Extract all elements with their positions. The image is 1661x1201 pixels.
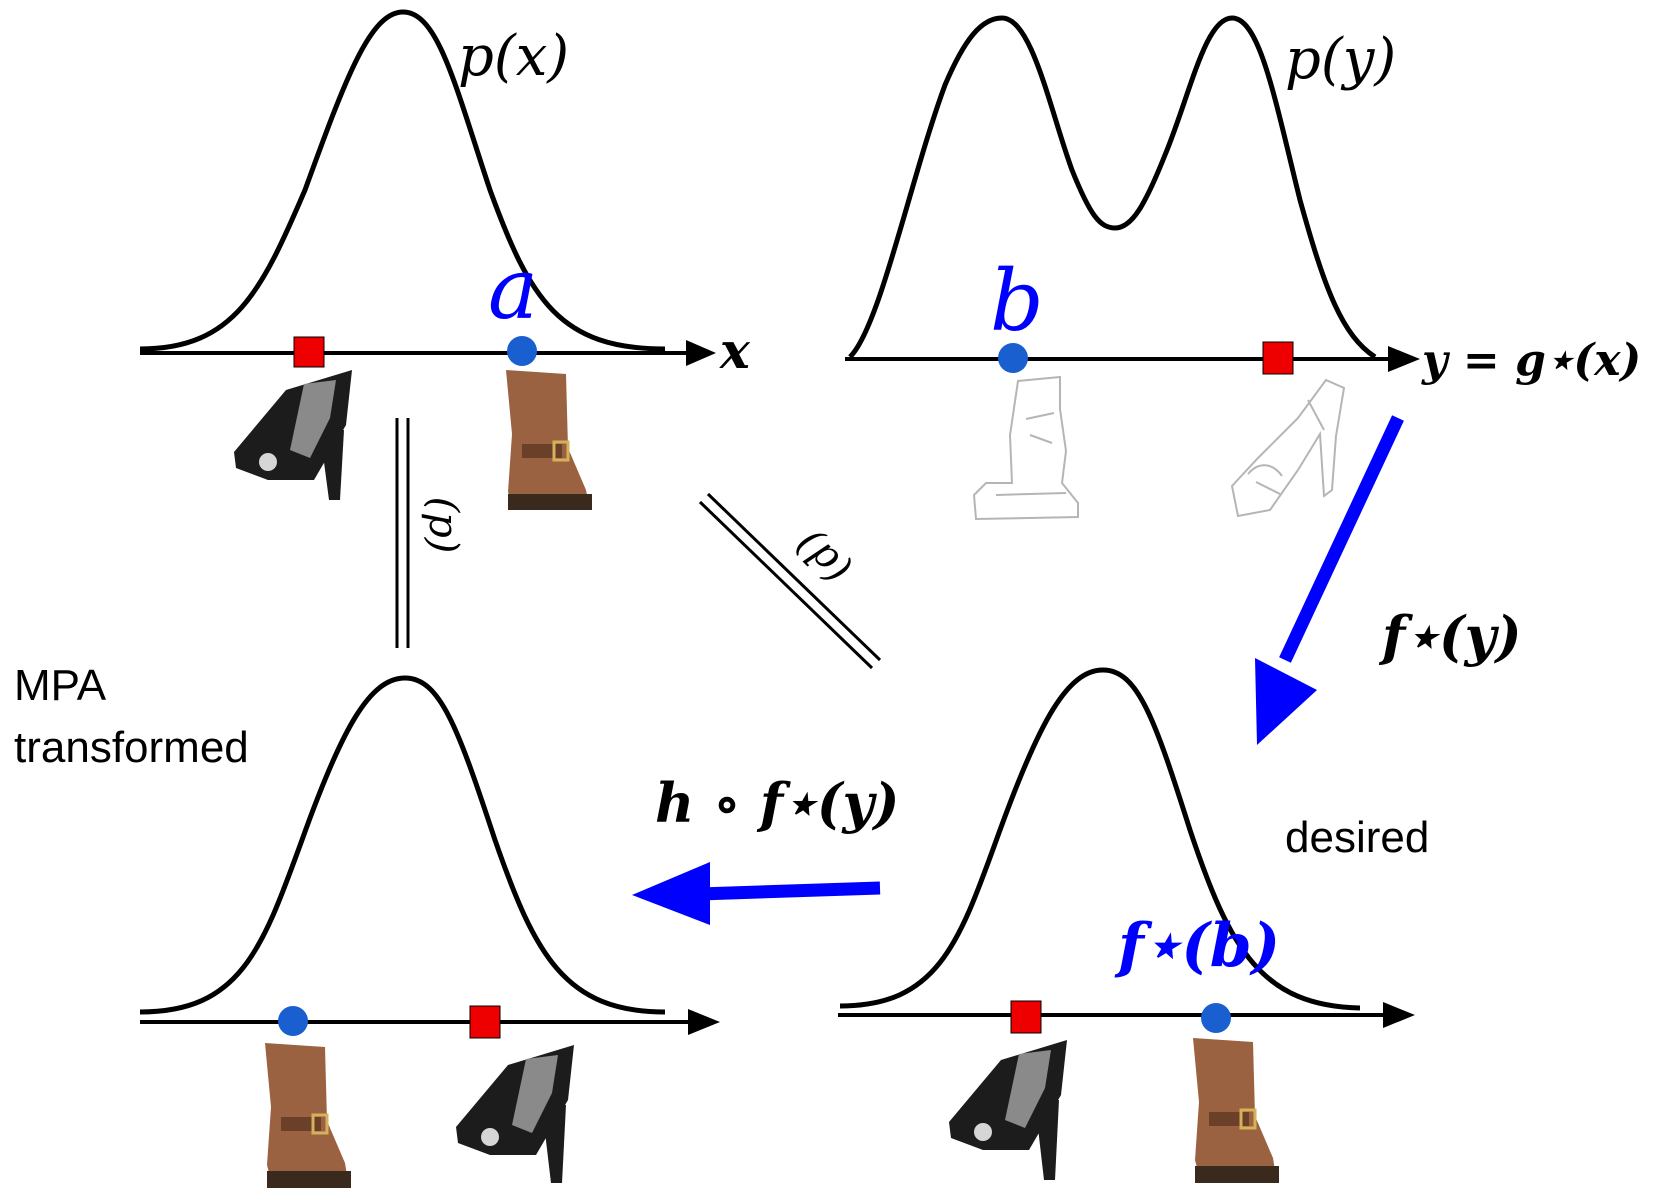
mpa-boot-icon bbox=[265, 1043, 351, 1188]
desired-distribution-panel: desired f⋆(b) bbox=[838, 667, 1429, 1183]
target-point-b bbox=[998, 343, 1028, 373]
source-distribution-panel: p(x) a x bbox=[139, 9, 751, 510]
diagonal-equality: (d) bbox=[698, 492, 882, 670]
desired-point-label: f⋆(b) bbox=[1114, 911, 1280, 981]
source-axis-arrowhead bbox=[686, 340, 716, 366]
source-density-curve bbox=[139, 9, 666, 352]
sandal-sketch-marker-square bbox=[1262, 341, 1294, 375]
desired-axis-arrowhead bbox=[1383, 1002, 1415, 1028]
diagonal-equality-label: (d) bbox=[786, 521, 859, 594]
sandal-icon bbox=[234, 370, 352, 500]
source-axis-label: x bbox=[719, 321, 751, 380]
boot-icon bbox=[506, 370, 592, 510]
mpa-distribution-panel: MPA transformed bbox=[14, 661, 720, 1188]
target-density-label: p(y) bbox=[1285, 27, 1396, 92]
sandal-marker-square bbox=[293, 336, 325, 368]
target-density-curve bbox=[848, 15, 1377, 360]
down-map-label: f⋆(y) bbox=[1378, 604, 1522, 668]
desired-caption: desired bbox=[1285, 813, 1429, 862]
desired-boot-icon bbox=[1193, 1038, 1279, 1183]
left-map-label: h ∘ f⋆(y) bbox=[655, 771, 899, 835]
mpa-axis-arrowhead bbox=[688, 1009, 720, 1035]
mpa-sandal-marker-square bbox=[469, 1005, 501, 1039]
sandal-sketch-icon bbox=[1230, 378, 1346, 518]
mpa-sandal-icon bbox=[456, 1045, 574, 1183]
boot-sketch-icon bbox=[972, 375, 1079, 521]
mpa-point bbox=[278, 1006, 308, 1036]
left-map-arrow: h ∘ f⋆(y) bbox=[632, 771, 899, 925]
source-point-a bbox=[507, 336, 537, 366]
target-axis-label: y = g⋆(x) bbox=[1421, 335, 1641, 386]
target-axis-arrowhead bbox=[1388, 346, 1420, 372]
mpa-caption-line2: transformed bbox=[14, 723, 249, 772]
down-map-arrow: f⋆(y) bbox=[1255, 415, 1522, 745]
mpa-caption-line1: MPA bbox=[14, 661, 107, 710]
vertical-equality: (p) bbox=[395, 418, 466, 648]
mpa-density-curve bbox=[139, 675, 666, 1015]
target-distribution-panel: p(y) b y = g⋆(x) bbox=[845, 15, 1641, 521]
desired-density-curve bbox=[839, 667, 1361, 1011]
desired-sandal-icon bbox=[949, 1040, 1067, 1180]
source-point-label: a bbox=[488, 240, 538, 338]
source-density-label: p(x) bbox=[458, 24, 569, 89]
vertical-equality-label: (p) bbox=[420, 497, 466, 554]
desired-point-fb bbox=[1201, 1003, 1231, 1033]
desired-sandal-marker-square bbox=[1010, 1000, 1042, 1034]
target-point-label: b bbox=[990, 252, 1044, 350]
